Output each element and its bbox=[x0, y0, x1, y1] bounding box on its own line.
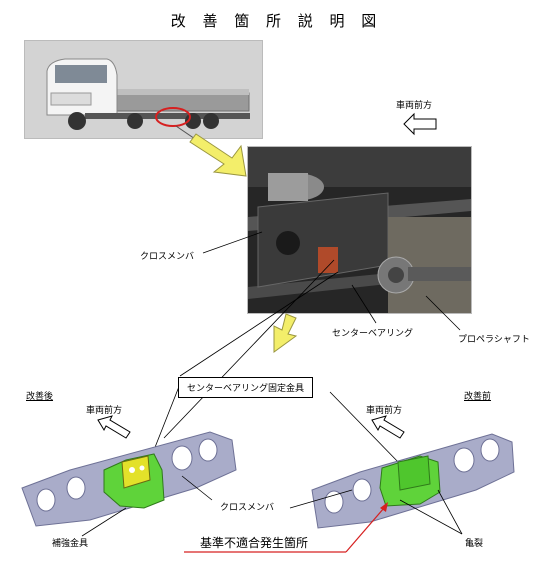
label-cross-member-bottom: クロスメンバ bbox=[220, 503, 275, 513]
truck-illustration bbox=[25, 41, 262, 138]
label-propeller-shaft: プロペラシャフト bbox=[458, 335, 530, 345]
yellow-arrow-1 bbox=[175, 125, 247, 177]
front-arrow-right bbox=[371, 415, 405, 439]
crossmember-after bbox=[21, 431, 237, 527]
yellow-arrow-2 bbox=[273, 313, 298, 353]
page-title: 改 善 箇 所 説 明 図 bbox=[170, 12, 383, 30]
chassis-illustration bbox=[248, 147, 471, 313]
label-before: 改善前 bbox=[464, 392, 492, 402]
label-reinforcement: 補強金具 bbox=[52, 539, 89, 549]
label-center-bearing-photo: センターベアリング bbox=[332, 329, 414, 339]
label-front-left: 車両前方 bbox=[86, 406, 123, 416]
label-nonconformity: 基準不適合発生箇所 bbox=[200, 536, 309, 550]
label-front-top: 車両前方 bbox=[396, 101, 433, 111]
front-arrow-left bbox=[97, 415, 131, 439]
callout-fixing-bracket: センターベアリング固定金具 bbox=[178, 377, 314, 398]
label-after: 改善後 bbox=[26, 392, 54, 402]
front-arrow-top bbox=[403, 112, 437, 136]
label-front-right: 車両前方 bbox=[366, 406, 403, 416]
truck-photo bbox=[24, 40, 263, 139]
crossmember-before bbox=[311, 433, 515, 529]
chassis-photo bbox=[247, 146, 472, 314]
label-cross-member-photo: クロスメンバ bbox=[140, 252, 195, 262]
label-crack: 亀裂 bbox=[465, 539, 484, 549]
